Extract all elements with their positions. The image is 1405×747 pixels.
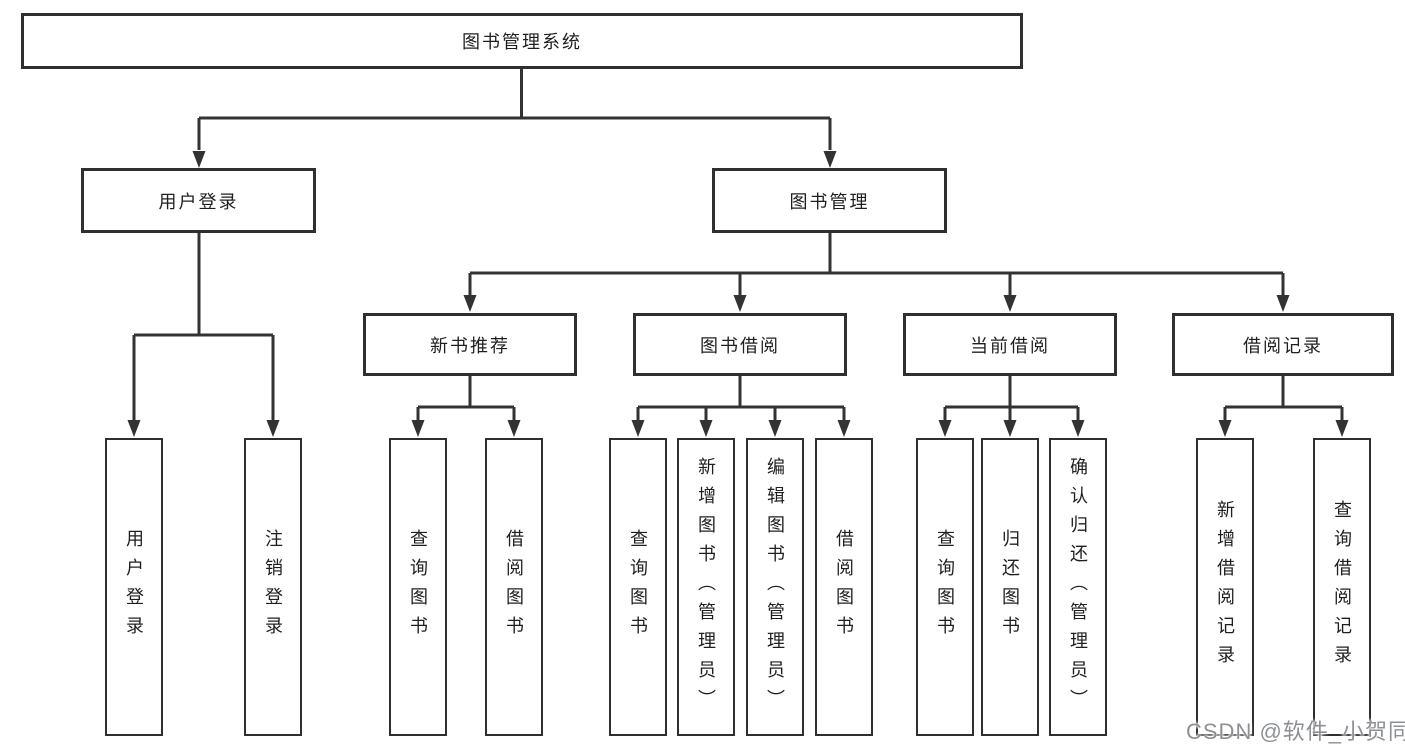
arrowhead-icon xyxy=(699,420,713,437)
connector-user-login-children xyxy=(127,233,280,437)
node-borrow-records: 借阅记录 xyxy=(1172,313,1394,376)
leaf-logout: 注销登录 xyxy=(244,438,302,736)
node-new-book-recommend-label: 新书推荐 xyxy=(430,335,510,356)
leaf-query-books-current: 查询图书 xyxy=(916,438,974,736)
arrowhead-icon xyxy=(192,151,206,168)
leaf-user-login: 用户登录 xyxy=(105,438,163,736)
arrowhead-icon xyxy=(411,420,425,437)
node-current-borrow: 当前借阅 xyxy=(903,313,1117,376)
arrowhead-icon xyxy=(1276,295,1290,312)
arrowhead-icon xyxy=(1003,420,1017,437)
leaf-query-books-recommend: 查询图书 xyxy=(389,438,447,736)
arrowhead-icon xyxy=(1335,420,1349,437)
leaf-confirm-return-admin-label: 确认归还（管理员） xyxy=(1068,456,1088,718)
node-root: 图书管理系统 xyxy=(21,13,1023,69)
leaf-borrow-books-label: 借阅图书 xyxy=(834,529,854,645)
connector-borrow-records-children xyxy=(1218,376,1349,437)
leaf-query-books-recommend-label: 查询图书 xyxy=(408,529,428,645)
leaf-borrow-books-recommend: 借阅图书 xyxy=(485,438,543,736)
node-book-borrow: 图书借阅 xyxy=(633,313,847,376)
node-book-management: 图书管理 xyxy=(712,168,947,233)
arrowhead-icon xyxy=(631,420,645,437)
connector-book-management-to-level3 xyxy=(463,233,1290,312)
leaf-borrow-books-recommend-label: 借阅图书 xyxy=(504,529,524,645)
leaf-return-books: 归还图书 xyxy=(981,438,1039,736)
leaf-query-books-borrow: 查询图书 xyxy=(609,438,667,736)
node-current-borrow-label: 当前借阅 xyxy=(970,335,1050,356)
arrowhead-icon xyxy=(1218,420,1232,437)
leaf-add-book-admin: 新增图书（管理员） xyxy=(677,438,735,736)
connector-current-borrow-children xyxy=(938,376,1085,437)
connector-book-borrow-children xyxy=(631,376,851,437)
connector-new-book-children xyxy=(411,376,521,437)
connector-root-to-level2 xyxy=(192,69,837,168)
leaf-borrow-books: 借阅图书 xyxy=(815,438,873,736)
leaf-logout-label: 注销登录 xyxy=(263,529,283,645)
arrowhead-icon xyxy=(938,420,952,437)
arrowhead-icon xyxy=(507,420,521,437)
node-book-management-label: 图书管理 xyxy=(789,191,870,212)
arrowhead-icon xyxy=(768,420,782,437)
leaf-add-borrow-record: 新增借阅记录 xyxy=(1196,438,1254,736)
leaf-query-books-borrow-label: 查询图书 xyxy=(628,529,648,645)
arrowhead-icon xyxy=(733,295,747,312)
arrowhead-icon xyxy=(837,420,851,437)
leaf-query-borrow-record-label: 查询借阅记录 xyxy=(1332,500,1352,674)
arrowhead-icon xyxy=(1003,295,1017,312)
leaf-edit-book-admin: 编辑图书（管理员） xyxy=(746,438,804,736)
node-root-label: 图书管理系统 xyxy=(462,32,582,52)
arrowhead-icon xyxy=(1071,420,1085,437)
leaf-query-borrow-record: 查询借阅记录 xyxy=(1313,438,1371,736)
leaf-query-books-current-label: 查询图书 xyxy=(935,529,955,645)
watermark: CSDN @软件_小贺同学 xyxy=(1186,719,1405,744)
leaf-add-borrow-record-label: 新增借阅记录 xyxy=(1215,500,1235,674)
leaf-return-books-label: 归还图书 xyxy=(1000,529,1020,645)
node-user-login-label: 用户登录 xyxy=(158,191,239,212)
node-book-borrow-label: 图书借阅 xyxy=(700,335,780,356)
leaf-edit-book-admin-label: 编辑图书（管理员） xyxy=(765,456,785,718)
arrowhead-icon xyxy=(823,151,837,168)
node-borrow-records-label: 借阅记录 xyxy=(1243,335,1323,356)
arrowhead-icon xyxy=(266,420,280,437)
node-user-login: 用户登录 xyxy=(81,168,316,233)
node-new-book-recommend: 新书推荐 xyxy=(363,313,577,376)
arrowhead-icon xyxy=(127,420,141,437)
arrowhead-icon xyxy=(463,295,477,312)
leaf-add-book-admin-label: 新增图书（管理员） xyxy=(696,456,716,718)
leaf-user-login-label: 用户登录 xyxy=(124,529,144,645)
leaf-confirm-return-admin: 确认归还（管理员） xyxy=(1049,438,1107,736)
